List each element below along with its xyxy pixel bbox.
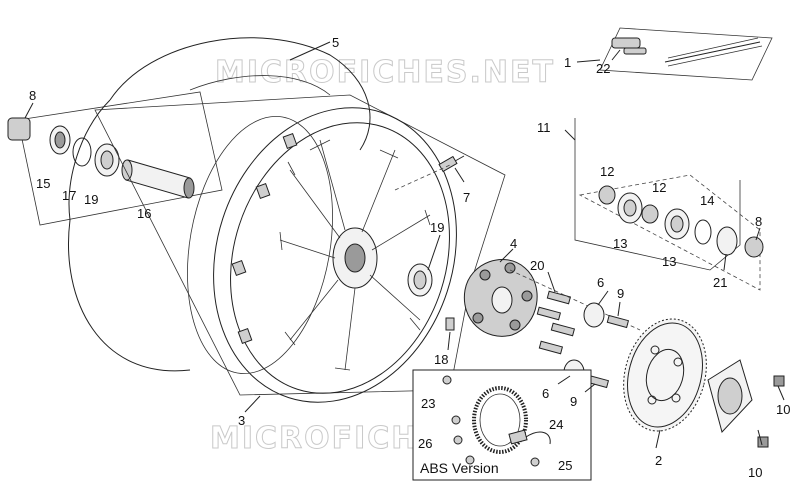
callout-13-a: 13 [613, 236, 627, 251]
abs-sensor-bolt [530, 457, 540, 467]
callout-15: 15 [36, 176, 50, 191]
callout-17: 17 [62, 188, 76, 203]
callout-26: 26 [418, 436, 432, 451]
callout-19-left: 19 [84, 192, 98, 207]
callout-9-upper: 9 [617, 286, 624, 301]
callout-12-b: 12 [652, 180, 666, 195]
callout-4: 4 [510, 236, 517, 251]
spacer-part [7, 117, 31, 141]
leader-lines [24, 41, 785, 449]
rear-sprocket-part [623, 318, 707, 432]
flange-part [707, 359, 785, 448]
callout-2: 2 [655, 453, 662, 468]
callout-19-right: 19 [430, 220, 444, 235]
abs-sensor [508, 429, 551, 445]
callout-10-upper: 10 [776, 402, 790, 417]
callout-20: 20 [530, 258, 544, 273]
valve-part [394, 155, 465, 191]
watermark-top: MICROFICHES.NET [215, 55, 555, 90]
abs-version-label: ABS Version [420, 460, 499, 476]
callout-6-upper: 6 [597, 275, 604, 290]
abs-version-inset: ABS Version [412, 369, 592, 481]
callout-21: 21 [713, 275, 727, 290]
spacer-12-a [598, 185, 616, 205]
callout-14: 14 [700, 193, 714, 208]
callout-13-b: 13 [662, 254, 676, 269]
pin-part [445, 317, 455, 331]
stud-9-upper [606, 314, 630, 329]
callout-1: 1 [564, 55, 571, 70]
bearing-right-part [407, 263, 433, 297]
seal-21 [716, 226, 738, 256]
chain-link-22 [611, 37, 641, 49]
circlip-part [72, 137, 92, 167]
callout-8-left: 8 [29, 88, 36, 103]
callout-25: 25 [558, 458, 572, 473]
callout-12-a: 12 [600, 164, 614, 179]
callout-24: 24 [549, 417, 563, 432]
callout-11: 11 [537, 120, 551, 135]
callout-10-lower: 10 [748, 465, 762, 480]
callout-3: 3 [238, 413, 245, 428]
axle-parts-group [7, 91, 223, 226]
spacer-8-right [744, 236, 764, 258]
tyre-part [68, 37, 371, 372]
callout-6-lower: 6 [542, 386, 549, 401]
callout-labels: 1 2 3 4 5 6 6 7 8 8 9 9 10 10 11 12 12 1… [29, 35, 790, 480]
circlip-14 [694, 219, 712, 245]
callout-8-right: 8 [755, 214, 762, 229]
chain-set-group [599, 27, 773, 81]
spacer-6-upper [583, 302, 605, 328]
sprocket-carrier-part [463, 259, 538, 337]
callout-22: 22 [596, 61, 610, 76]
callout-23: 23 [421, 396, 435, 411]
wheel-rim-part [94, 94, 506, 403]
callout-18: 18 [434, 352, 448, 367]
callout-7: 7 [463, 190, 470, 205]
spacer-tube-part [125, 159, 191, 199]
bearing-set-group [574, 118, 764, 291]
callout-9-lower: 9 [570, 394, 577, 409]
spacer-12-b [641, 204, 659, 224]
abs-tone-ring [472, 386, 528, 454]
callout-16: 16 [137, 206, 151, 221]
callout-5: 5 [332, 35, 339, 50]
